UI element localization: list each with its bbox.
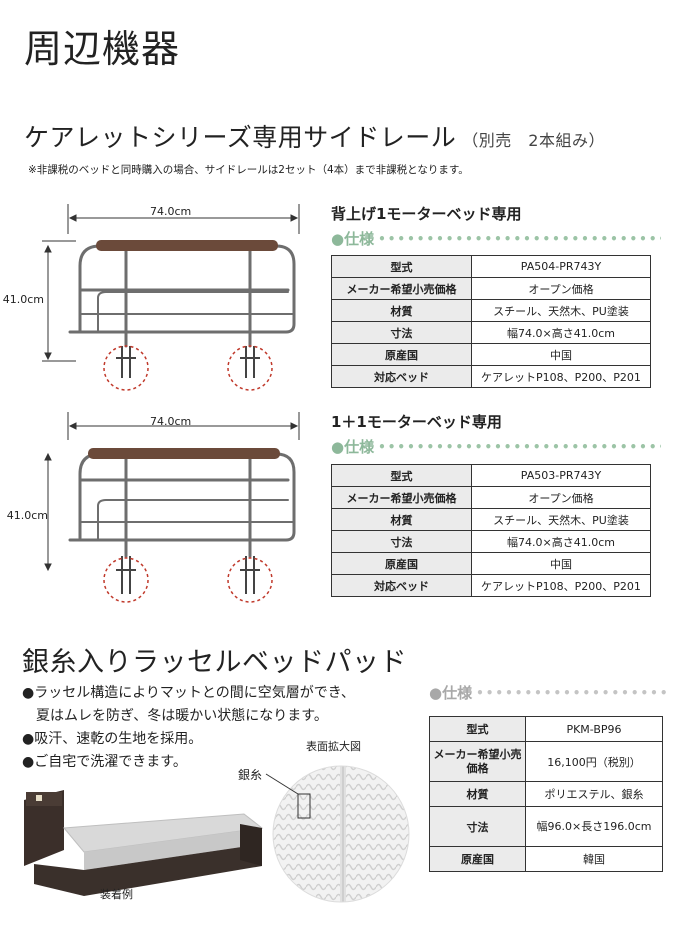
bracket-icon [116, 346, 260, 378]
pad-features: ●ラッセル構造によりマットとの間に空気層ができ、 夏はムレを防ぎ、冬は暖かい状態… [22, 682, 382, 774]
bracket-icon [116, 556, 260, 594]
table-row: 材質スチール、天然木、PU塗装 [331, 508, 651, 531]
pad-section-title: 銀糸入りラッセルベッドパッド [22, 647, 407, 678]
wooden-handrail-icon [96, 240, 278, 251]
table-row: 原産国韓国 [429, 846, 663, 872]
fabric-zoom-image [265, 765, 410, 903]
siderail-subtitle: （別売 2本組み） [462, 131, 605, 150]
bed-caption: 装着例 [100, 888, 133, 901]
table-row: 寸法幅74.0×高さ41.0cm [331, 530, 651, 553]
width-dimension: 74.0cm [150, 205, 192, 218]
product-heading: 1＋1モーターベッド専用 [331, 413, 502, 431]
table-row: 原産国中国 [331, 552, 651, 575]
height-dimension: 41.0cm [2, 293, 44, 306]
page-title: 周辺機器 [24, 27, 181, 71]
wooden-handrail-icon [88, 448, 280, 459]
feature-item: 夏はムレを防ぎ、冬は暖かい状態になります。 [22, 708, 328, 724]
zoom-caption: 表面拡大図 [306, 740, 361, 753]
rail-frame-icon [68, 452, 296, 558]
callout-circle-icon [227, 345, 273, 391]
callout-circle-icon [103, 557, 149, 603]
height-dimension: 41.0cm [6, 509, 48, 522]
table-row: メーカー希望小売価格オープン価格 [331, 277, 651, 300]
dimension-lines [42, 204, 300, 362]
spec-label: ●仕様•••••••••••••••••••••••••••••••••••••… [331, 230, 661, 248]
product-heading: 背上げ1モーターベッド専用 [331, 205, 522, 223]
siderail-illustration-2 [44, 412, 300, 603]
table-row: 対応ベッドケアレットP108、P200、P201 [331, 574, 651, 597]
siderail-section-title: ケアレットシリーズ専用サイドレール （別売 2本組み） [24, 118, 605, 154]
feature-item: ●ラッセル構造によりマットとの間に空気層ができ、 [22, 685, 355, 701]
table-row: 寸法幅74.0×高さ41.0cm [331, 321, 651, 344]
silver-thread-label: 銀糸 [238, 768, 263, 782]
table-row: 材質スチール、天然木、PU塗装 [331, 299, 651, 322]
feature-item: ●吸汗、速乾の生地を採用。 [22, 731, 203, 747]
dimension-lines [44, 412, 300, 572]
siderail-title: ケアレットシリーズ専用サイドレール [24, 123, 457, 152]
table-row: 対応ベッドケアレットP108、P200、P201 [331, 365, 651, 388]
bed-example-image [24, 790, 264, 896]
siderail-illustration-1 [42, 204, 300, 391]
width-dimension: 74.0cm [150, 415, 192, 428]
tax-note: ※非課税のベッドと同時購入の場合、サイドレールは2セット（4本）まで非課税となり… [28, 164, 469, 176]
feature-item: ●ご自宅で洗濯できます。 [22, 754, 187, 770]
rail-frame-icon [68, 244, 296, 348]
spec-label: ●仕様•••••••••••••••••••••••••••••• [429, 684, 669, 702]
table-row: メーカー希望小売価格オープン価格 [331, 486, 651, 509]
callout-circle-icon [103, 345, 149, 391]
table-row: 原産国中国 [331, 343, 651, 366]
callout-circle-icon [227, 557, 273, 603]
spec-label: ●仕様•••••••••••••••••••••••••••••••••••••… [331, 438, 661, 456]
table-row: 寸法幅96.0×長さ196.0cm [429, 806, 663, 847]
table-row: 材質ポリエステル、銀糸 [429, 781, 663, 807]
